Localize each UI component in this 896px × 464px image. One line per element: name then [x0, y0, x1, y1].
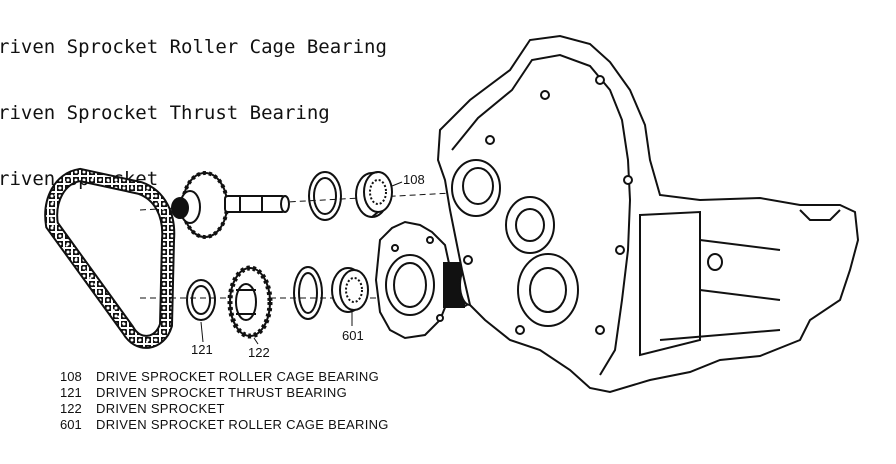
drive-sprocket	[171, 171, 290, 239]
legend-text: DRIVE SPROCKET ROLLER CAGE BEARING	[96, 369, 380, 384]
bearing-601	[331, 267, 369, 313]
legend-row: 122 DRIVEN SPROCKET	[60, 401, 389, 417]
leader-122	[253, 337, 259, 345]
callout-108: 108	[403, 172, 425, 187]
legend-number: 601	[60, 417, 82, 432]
legend-row: 601 DRIVEN SPROCKET ROLLER CAGE BEARING	[60, 417, 389, 433]
bearing-108	[355, 171, 393, 218]
leader-121	[200, 321, 204, 343]
legend-number: 108	[60, 369, 82, 384]
thrust-bearing-121	[186, 279, 216, 321]
legend-row: 121 DRIVEN SPROCKET THRUST BEARING	[60, 385, 389, 401]
drive-chain	[44, 167, 176, 349]
legend-row: 108 DRIVE SPROCKET ROLLER CAGE BEARING	[60, 369, 389, 385]
callout-122: 122	[248, 345, 270, 360]
legend-number: 121	[60, 385, 82, 400]
callout-601: 601	[342, 328, 364, 343]
legend-text: DRIVEN SPROCKET ROLLER CAGE BEARING	[96, 417, 389, 432]
header-line-2: riven Sprocket Thrust Bearing	[0, 102, 330, 124]
ring	[293, 266, 323, 320]
snap-ring	[308, 171, 342, 221]
legend-text: DRIVEN SPROCKET	[96, 401, 225, 416]
legend-text: DRIVEN SPROCKET THRUST BEARING	[96, 385, 347, 400]
parts-legend: 108 DRIVE SPROCKET ROLLER CAGE BEARING 1…	[60, 369, 389, 433]
driven-sprocket-122	[227, 265, 273, 339]
transaxle-case	[436, 34, 860, 394]
legend-number: 122	[60, 401, 82, 416]
leader-108	[391, 181, 403, 187]
callout-121: 121	[191, 342, 213, 357]
header-line-1: riven Sprocket Roller Cage Bearing	[0, 36, 387, 58]
